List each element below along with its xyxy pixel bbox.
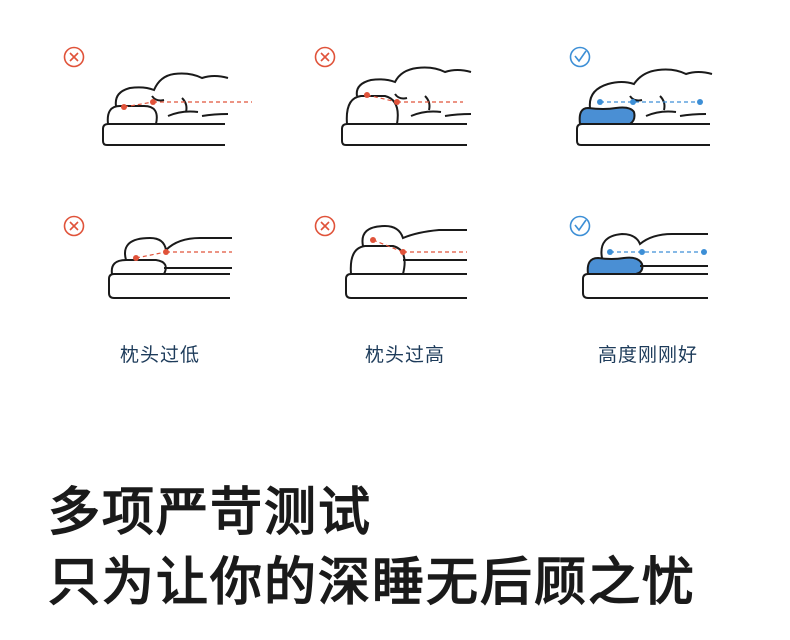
illustration-back-too-low: [63, 46, 252, 146]
headline-line-1: 多项严苛测试: [48, 483, 373, 543]
check-circle-icon: [569, 215, 591, 237]
illustration-back-too-high: [314, 46, 472, 146]
illustration-side-too-low: [63, 215, 232, 299]
panel-back-too-low: [60, 40, 252, 160]
panel-back-just-right: [560, 40, 740, 160]
headline-line-2: 只为让你的深睡无后顾之忧: [48, 553, 697, 613]
illustration-side-just-right: [569, 215, 708, 299]
panel-side-too-low: [60, 210, 240, 310]
label-just-right: 高度刚刚好: [597, 344, 698, 366]
panel-side-too-high: [305, 210, 485, 310]
cross-circle-icon: [63, 46, 85, 68]
check-circle-icon: [569, 46, 591, 68]
label-too-high: 枕头过高: [364, 344, 445, 366]
panel-back-too-high: [305, 40, 485, 160]
label-too-low: 枕头过低: [119, 344, 200, 366]
cross-circle-icon: [314, 215, 336, 237]
cross-circle-icon: [63, 215, 85, 237]
illustration-back-just-right: [569, 46, 713, 146]
illustration-side-too-high: [314, 215, 467, 299]
panel-side-just-right: [560, 210, 740, 310]
cross-circle-icon: [314, 46, 336, 68]
